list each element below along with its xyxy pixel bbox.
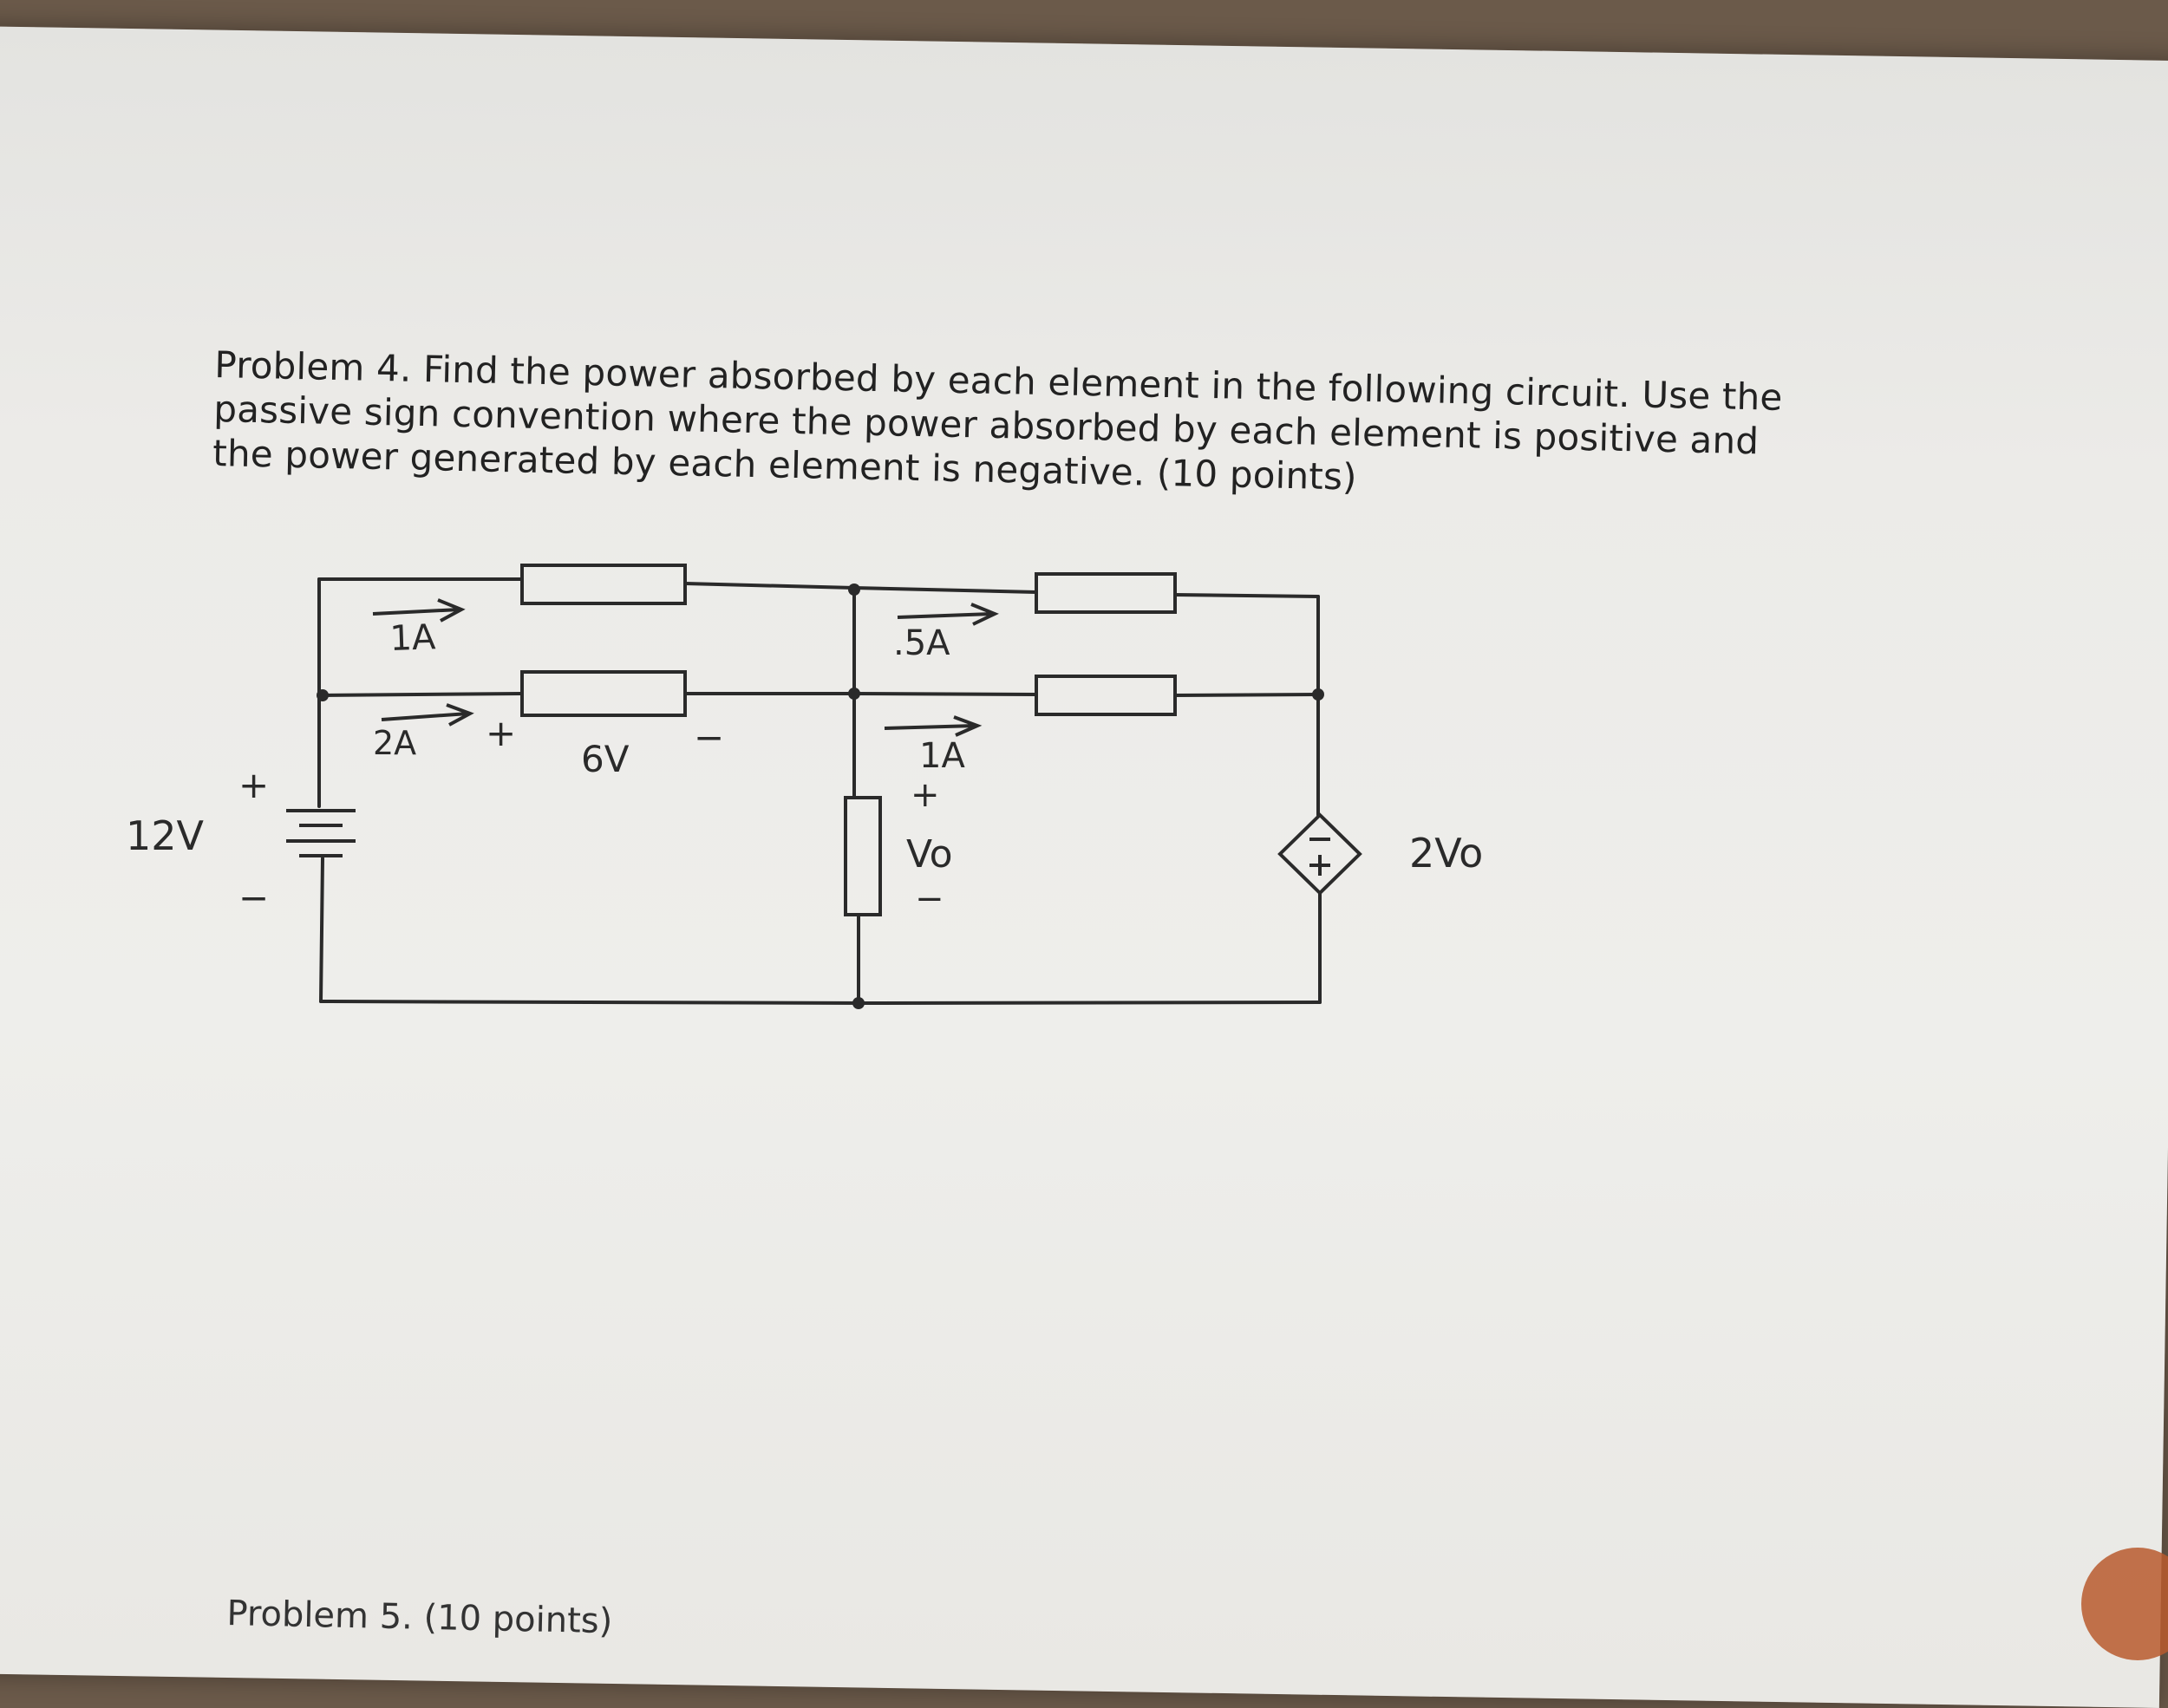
resistor-top-left bbox=[520, 564, 687, 605]
resistor-mid-left bbox=[520, 670, 687, 717]
battery-symbol bbox=[286, 809, 356, 857]
resistors bbox=[520, 564, 1177, 916]
next-problem-heading: Problem 5. (10 points) bbox=[226, 1594, 613, 1642]
label-right-top-current: .5A bbox=[893, 623, 950, 663]
label-right-mid-current: 1A bbox=[919, 736, 965, 776]
current-arrows bbox=[372, 598, 999, 737]
label-dependent-source: 2Vo bbox=[1409, 830, 1483, 877]
label-resistor-voltage: 6V bbox=[581, 738, 630, 780]
label-top-current: 1A bbox=[389, 617, 437, 659]
resistor-top-right bbox=[1035, 572, 1177, 614]
arrow-mid-right bbox=[884, 715, 983, 737]
circuit-diagram: 1A .5A 2A + 6V − 1A + Vo − + 12V − 2Vo bbox=[126, 564, 1483, 1009]
label-vo-minus: − bbox=[915, 879, 944, 919]
label-source-plus: + bbox=[238, 764, 269, 806]
resistor-mid-right bbox=[1035, 675, 1177, 716]
label-resistor-plus: + bbox=[486, 712, 516, 754]
dependent-voltage-source bbox=[1277, 812, 1362, 896]
node-dot bbox=[1312, 688, 1324, 701]
label-vo: Vo bbox=[906, 832, 953, 877]
label-source-voltage: 12V bbox=[126, 812, 205, 859]
resistor-vertical bbox=[844, 796, 882, 916]
circuit-wires bbox=[317, 577, 1322, 1006]
node-dot bbox=[848, 583, 860, 596]
label-vo-plus: + bbox=[911, 775, 940, 815]
node-dot bbox=[317, 689, 329, 701]
circuit-nodes bbox=[317, 583, 1324, 1009]
label-source-minus: − bbox=[238, 877, 269, 919]
label-mid-current: 2A bbox=[373, 724, 416, 762]
arrow-top-right bbox=[897, 603, 999, 626]
node-dot bbox=[848, 688, 860, 700]
node-dot bbox=[852, 997, 865, 1009]
arrow-top-left bbox=[372, 598, 466, 623]
label-resistor-minus: − bbox=[694, 716, 724, 759]
arrow-mid-left bbox=[381, 703, 474, 727]
